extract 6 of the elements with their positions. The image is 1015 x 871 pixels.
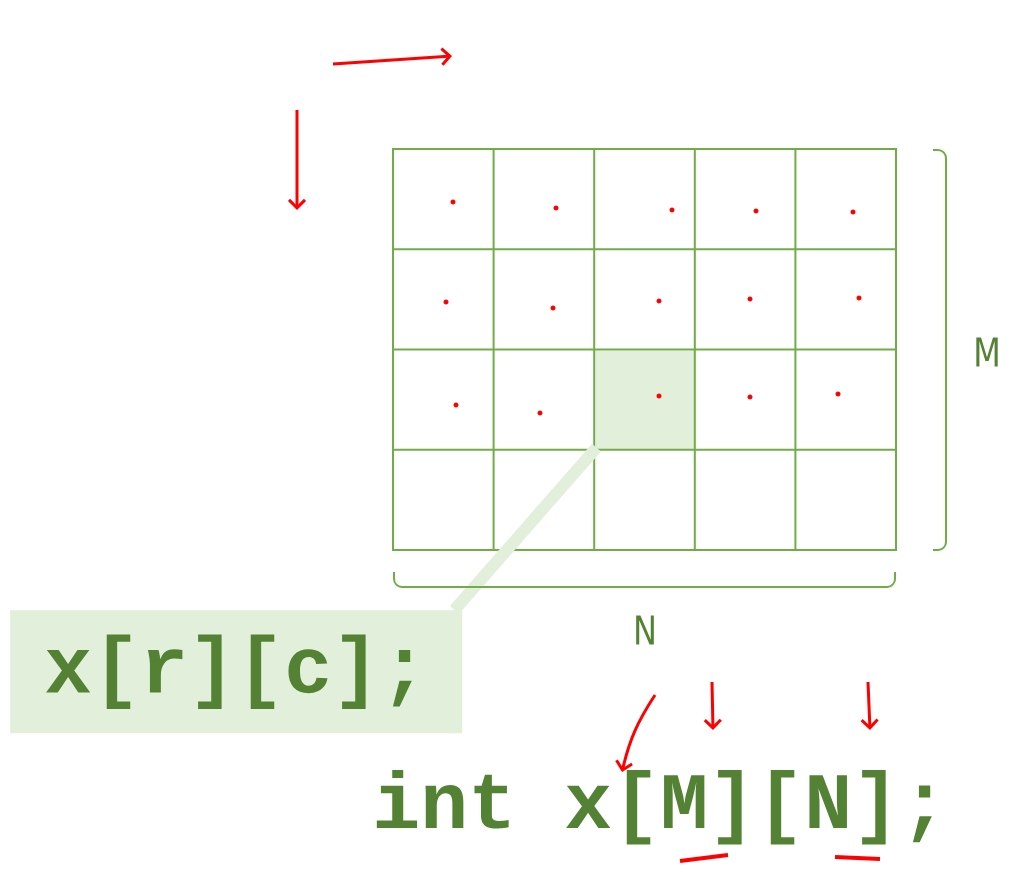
highlighted-cell [595, 350, 694, 449]
code-box: x[r][c]; [10, 610, 463, 734]
leader-line [449, 443, 602, 614]
dimension-label: M [976, 337, 998, 367]
code-text: int x[M][N]; [376, 770, 932, 845]
dimension-label: N [636, 615, 654, 645]
